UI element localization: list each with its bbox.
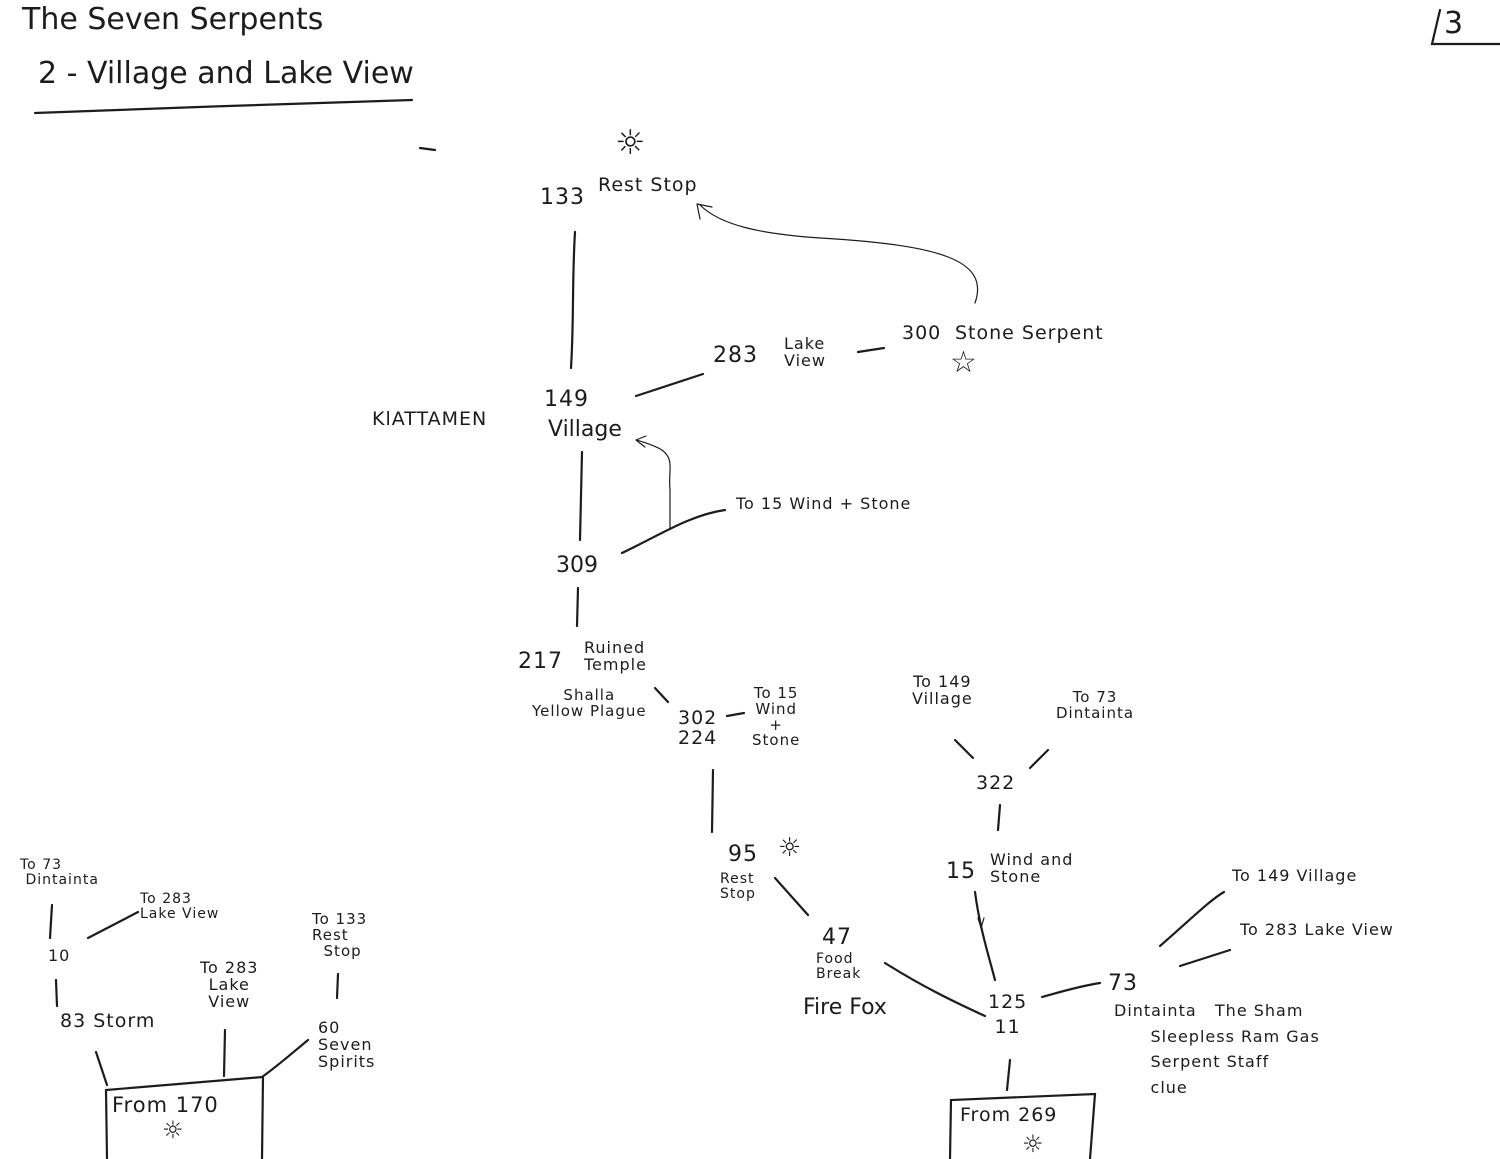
line-309-exit bbox=[620, 508, 727, 555]
node-302: 302 224 bbox=[678, 707, 718, 749]
page-number: 3 bbox=[1444, 6, 1464, 41]
node-300-label: Stone Serpent bbox=[955, 322, 1104, 344]
line-302-exit bbox=[725, 711, 746, 718]
node-47: 47 bbox=[822, 925, 852, 950]
page-number-box bbox=[1430, 8, 1500, 46]
arrow-15-125 bbox=[977, 917, 985, 931]
line-309-217 bbox=[575, 586, 580, 628]
node-322: 322 bbox=[976, 772, 1016, 794]
title-underline bbox=[33, 98, 414, 115]
line-83-from170 bbox=[94, 1050, 109, 1087]
node-10-exit-b: To 283 Lake View bbox=[140, 891, 220, 922]
line-125-from269 bbox=[1005, 1058, 1012, 1092]
pentagram-icon: ☆ bbox=[950, 345, 977, 380]
line-149-283 bbox=[634, 372, 705, 398]
node-15-label: Wind and Stone bbox=[990, 850, 1074, 886]
node-217: 217 bbox=[518, 649, 563, 674]
line-60-from170 bbox=[260, 1038, 310, 1079]
line-133-149 bbox=[569, 230, 577, 370]
curve-to-149 bbox=[636, 439, 671, 529]
node-133-label: Rest Stop bbox=[598, 174, 698, 196]
node-125: 125 11 bbox=[988, 991, 1028, 1038]
node-47-note: Fire Fox bbox=[803, 995, 887, 1020]
node-47-label: Food Break bbox=[816, 951, 862, 982]
node-217-note: Shalla Yellow Plague bbox=[532, 686, 647, 720]
line-322-15 bbox=[996, 803, 1002, 832]
node-300: 300 bbox=[902, 322, 942, 344]
page-title: The Seven Serpents bbox=[22, 2, 324, 37]
node-73: 73 bbox=[1108, 971, 1138, 996]
sun-icon: ☼ bbox=[1022, 1130, 1044, 1158]
node-149-prefix: KlATTAMEN bbox=[372, 408, 488, 430]
line-15-125 bbox=[973, 890, 997, 982]
arrowhead-149 bbox=[635, 435, 647, 448]
stray-dash bbox=[418, 146, 437, 152]
node-73-exit-a: To 149 Village bbox=[1232, 866, 1358, 885]
line-283-300 bbox=[856, 346, 886, 354]
line-73-exit-b bbox=[1178, 948, 1232, 968]
node-322-exit-a: To 149 Village bbox=[912, 672, 973, 708]
line-322-exit-a bbox=[953, 738, 975, 760]
node-60: 60 Seven Spirits bbox=[318, 1018, 376, 1071]
node-95: 95 bbox=[728, 842, 758, 867]
line-95-47 bbox=[773, 876, 810, 917]
from-170-label: From 170 bbox=[112, 1093, 219, 1117]
exit-to-283: To 283 Lake View bbox=[200, 958, 259, 1011]
node-309: 309 bbox=[556, 553, 598, 578]
line-125-73 bbox=[1040, 981, 1102, 999]
node-133: 133 bbox=[540, 185, 585, 210]
page-subtitle: 2 - Village and Lake View bbox=[38, 56, 414, 91]
line-10-exitB bbox=[86, 910, 140, 940]
node-10: 10 bbox=[48, 946, 71, 965]
line-217-302 bbox=[653, 686, 670, 704]
node-73-note: Dintainta The Sham Sleepless Ram Gas Ser… bbox=[1114, 1001, 1320, 1097]
node-73-exit-b: To 283 Lake View bbox=[1240, 920, 1394, 939]
node-15: 15 bbox=[946, 859, 976, 884]
node-217-label: Ruined Temple bbox=[584, 638, 647, 674]
sun-icon: ☼ bbox=[778, 833, 802, 863]
exit-to-133: To 133 Rest Stop bbox=[312, 910, 368, 960]
line-exit283-from170 bbox=[222, 1028, 227, 1078]
node-283-label: Lake View bbox=[784, 334, 826, 370]
node-149: 149 bbox=[544, 387, 589, 412]
from269-box bbox=[948, 1092, 1097, 1159]
line-exit133-60 bbox=[335, 972, 340, 1000]
node-322-exit-b: To 73 Dintainta bbox=[1056, 688, 1135, 722]
curve-300-133 bbox=[699, 204, 979, 304]
node-302-exit: To 15 Wind + Stone bbox=[752, 684, 801, 750]
line-10-83 bbox=[54, 978, 59, 1008]
line-47-125 bbox=[883, 961, 987, 1018]
node-95-label: Rest Stop bbox=[720, 871, 756, 902]
from-269-label: From 269 bbox=[960, 1104, 1058, 1126]
node-149-label: Village bbox=[548, 417, 622, 442]
node-283: 283 bbox=[713, 343, 758, 368]
sun-icon: ☼ bbox=[162, 1116, 184, 1144]
line-exitA-10 bbox=[48, 903, 54, 940]
line-322-exit-b bbox=[1028, 748, 1050, 770]
line-149-309 bbox=[578, 450, 584, 542]
node-309-exit: To 15 Wind + Stone bbox=[736, 494, 912, 513]
arrowhead-133 bbox=[696, 203, 713, 220]
line-73-exit-a bbox=[1158, 890, 1226, 948]
node-10-exit-a: To 73 Dintainta bbox=[20, 857, 99, 888]
from170-box bbox=[104, 1075, 265, 1159]
sun-icon: ☼ bbox=[615, 123, 646, 163]
line-302-95 bbox=[710, 768, 715, 834]
node-83: 83 Storm bbox=[60, 1010, 156, 1032]
